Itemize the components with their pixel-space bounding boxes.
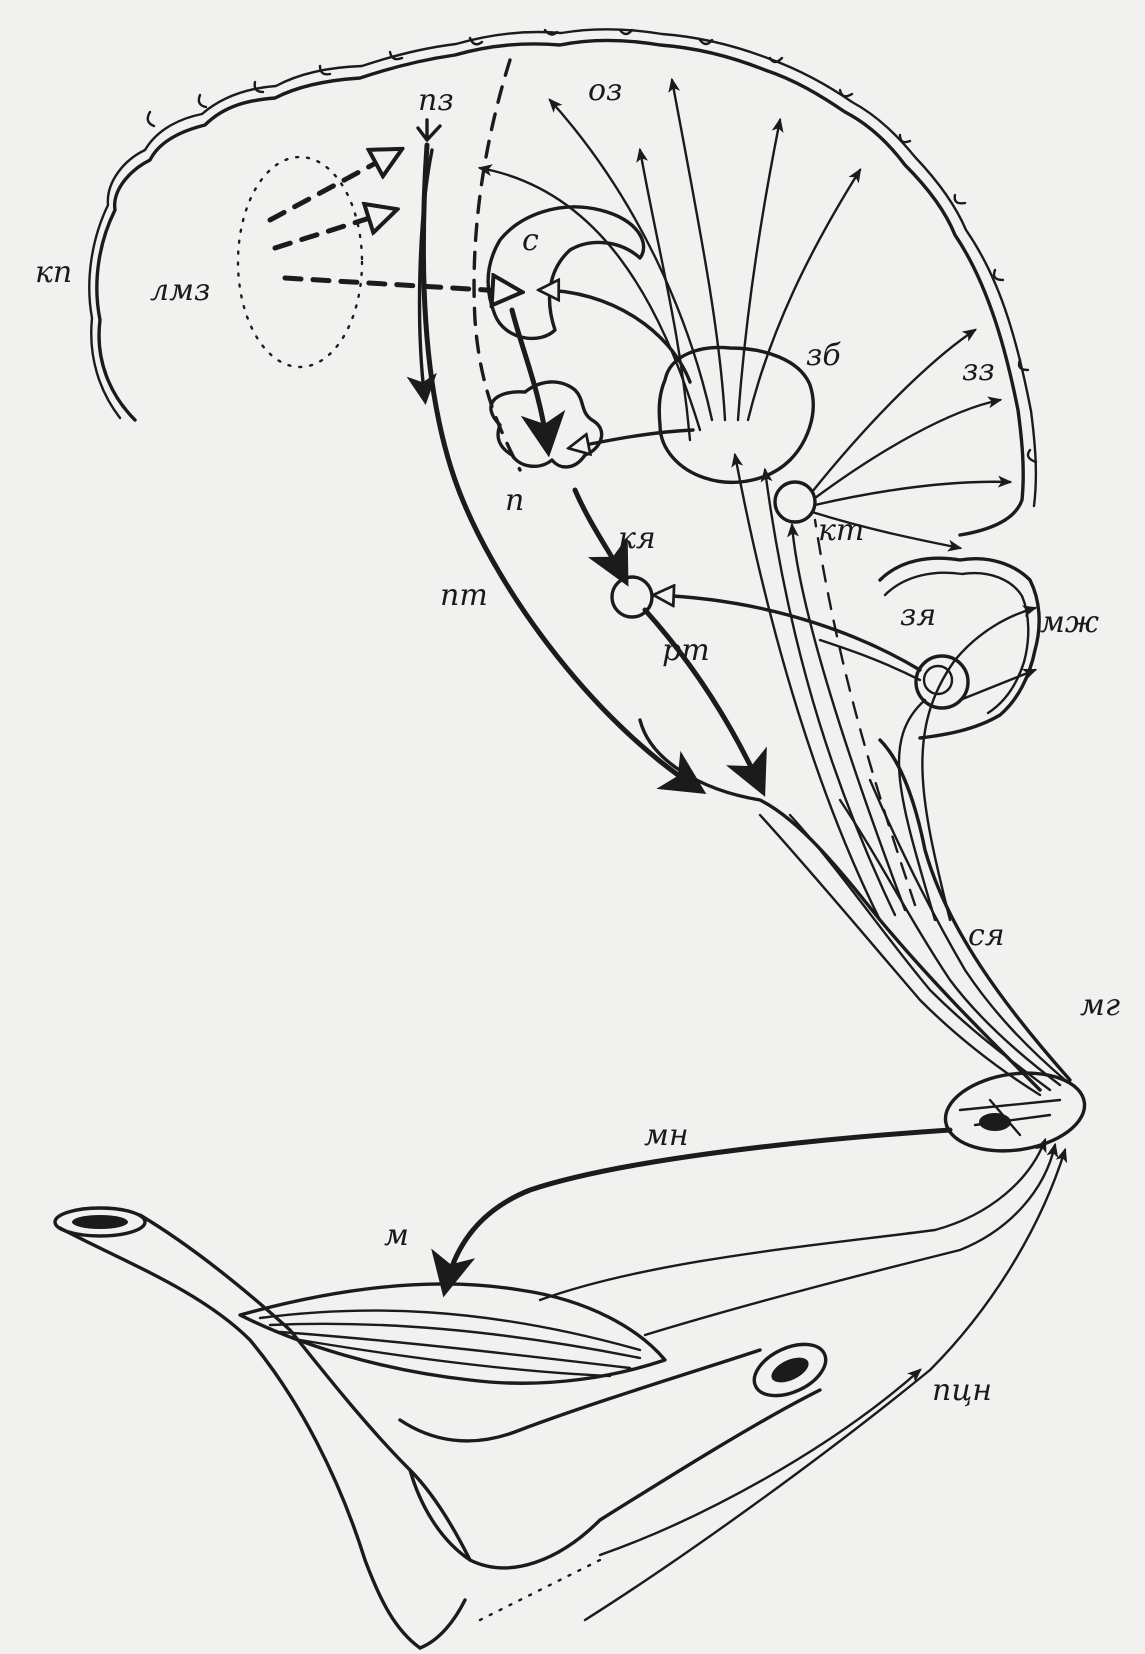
- label-kya: кя: [618, 521, 656, 556]
- motor-nerve: [445, 1130, 950, 1290]
- label-rt: рт: [662, 633, 710, 668]
- cortex-outline: [89, 29, 1036, 535]
- thalamus-nucleus-kt: [775, 482, 815, 522]
- label-pt: пт: [440, 578, 488, 613]
- cerebellum-inner-outline: [885, 573, 1028, 713]
- label-zz: зз: [962, 353, 995, 388]
- label-s: с: [522, 223, 539, 258]
- label-lmz: лмз: [150, 273, 210, 308]
- label-pcn: пцн: [932, 1373, 992, 1408]
- brainstem-spinal-cord: [640, 720, 1070, 1095]
- cerebellum-outline: [880, 558, 1039, 738]
- striatum: [488, 207, 644, 339]
- muscle: [240, 1284, 665, 1383]
- labels: кп лмз пз оз с зб зз п кя кт пт рт зя мж…: [35, 73, 1120, 1408]
- label-mn: мн: [644, 1118, 689, 1153]
- label-sya: ся: [968, 918, 1005, 953]
- label-oz: оз: [588, 73, 622, 108]
- label-mg: мг: [1080, 988, 1120, 1023]
- label-kt: кт: [818, 513, 864, 548]
- label-m: м: [384, 1218, 409, 1253]
- label-p: п: [505, 483, 524, 518]
- pyramidal-neuron: [418, 60, 520, 470]
- limb-bones: [55, 1208, 834, 1648]
- label-pz: пз: [418, 83, 454, 118]
- label-zb: зб: [806, 338, 841, 373]
- striatum-to-pallidum-arrow: [512, 310, 548, 450]
- label-mzh: мж: [1040, 605, 1099, 640]
- label-zya: зя: [900, 598, 936, 633]
- premotor-zone-ellipse: [238, 157, 362, 367]
- label-kp: кп: [35, 255, 72, 290]
